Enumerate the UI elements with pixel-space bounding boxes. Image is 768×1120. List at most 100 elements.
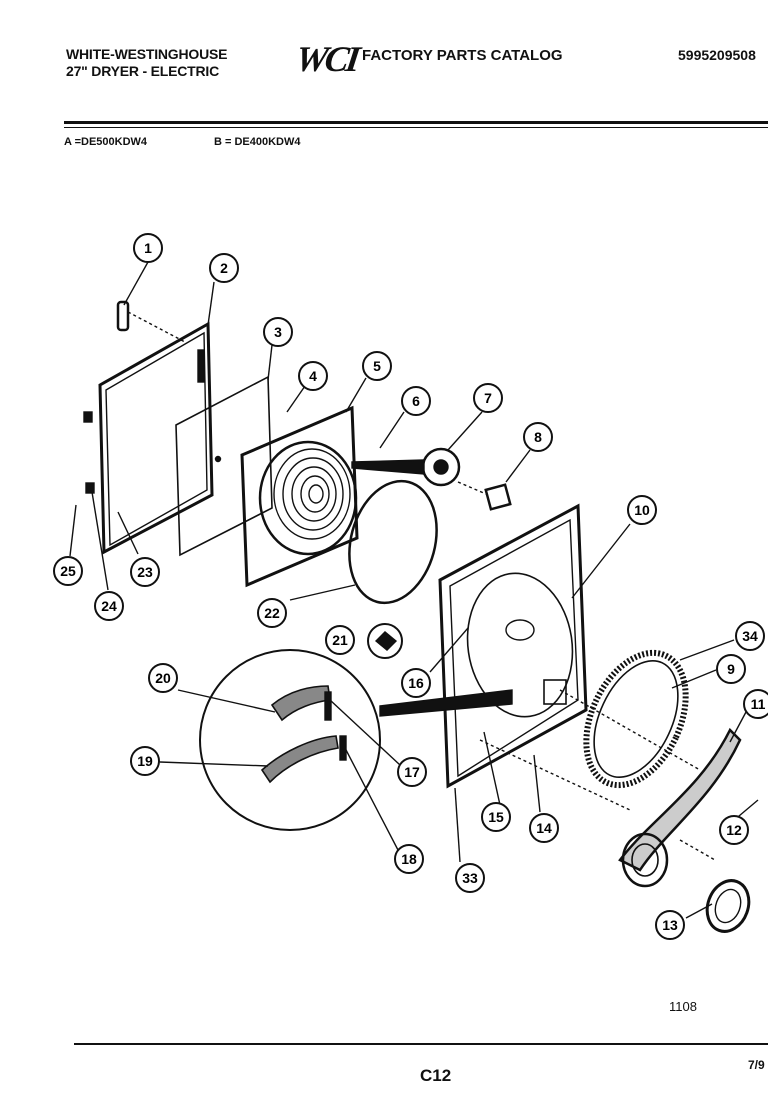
- callout-23: 23: [130, 557, 160, 587]
- catalog-title: FACTORY PARTS CATALOG: [362, 47, 563, 64]
- heater-ring-2: [282, 457, 344, 531]
- callout-12: 12: [719, 815, 749, 845]
- svg-text:33: 33: [462, 870, 478, 886]
- callout-25: 25: [53, 556, 83, 586]
- callout-5: 5: [362, 351, 392, 381]
- brand-block: WHITE-WESTINGHOUSE 27" DRYER - ELECTRIC: [66, 46, 227, 80]
- thermostat-body: [433, 459, 449, 475]
- door-switch-part: [484, 483, 512, 511]
- heater-ring-3: [291, 466, 337, 522]
- drum-seal-ring-part: [348, 479, 438, 605]
- callout-14: 14: [529, 813, 559, 843]
- door-hinge-bottom: [85, 482, 95, 494]
- callout-6: 6: [401, 386, 431, 416]
- detail-pointer: [379, 689, 513, 717]
- svg-text:6: 6: [412, 393, 420, 409]
- detail-magnifier: [199, 649, 381, 831]
- callout-11: 11: [743, 689, 768, 719]
- callout-21: 21: [325, 625, 355, 655]
- svg-text:34: 34: [742, 628, 758, 644]
- page-number: C12: [420, 1066, 452, 1085]
- svg-text:3: 3: [274, 324, 282, 340]
- leader-line-24: [91, 491, 109, 591]
- leader-line-20: [177, 689, 276, 713]
- leader-line-1: [123, 261, 149, 306]
- brand-name: WHITE-WESTINGHOUSE: [66, 46, 228, 62]
- leader-line-6: [379, 411, 405, 449]
- door-catch-body: [374, 631, 398, 651]
- drum-opening: [466, 572, 574, 718]
- front-frame-inner: [449, 518, 579, 778]
- leader-line-34: [679, 639, 735, 661]
- svg-text:2: 2: [220, 260, 228, 276]
- assembly-line: [679, 839, 716, 861]
- catalog-date: 7/9: [748, 1058, 765, 1072]
- leader-line-18: [344, 747, 399, 851]
- figure-number: 1108: [669, 999, 697, 1014]
- svg-text:20: 20: [155, 670, 171, 686]
- leader-line-7: [447, 411, 483, 451]
- svg-text:21: 21: [332, 632, 348, 648]
- door-liner-part: [175, 375, 273, 557]
- svg-text:14: 14: [536, 820, 552, 836]
- svg-text:13: 13: [662, 917, 678, 933]
- door-hinge-top: [83, 411, 93, 423]
- door-handle-part: [197, 349, 205, 383]
- switch-mount: [543, 679, 567, 705]
- svg-text:23: 23: [137, 564, 153, 580]
- product-name: 27" DRYER - ELECTRIC: [66, 63, 220, 79]
- svg-text:25: 25: [60, 563, 76, 579]
- callout-18: 18: [394, 844, 424, 874]
- callout-group: 1 2 3 4 5 6 7 8 9 10 11 12 13 14 15 16 1…: [53, 233, 768, 940]
- leader-line-8: [505, 449, 531, 483]
- thermostat-wire: [351, 459, 425, 475]
- leader-line-3: [267, 344, 273, 381]
- heater-panel-part: [240, 405, 359, 588]
- svg-text:4: 4: [309, 368, 317, 384]
- callout-13: 13: [655, 910, 685, 940]
- leader-line-9: [671, 669, 717, 689]
- svg-text:12: 12: [726, 822, 742, 838]
- duct-grommet-inner: [714, 888, 742, 924]
- seal-clip-upper: [324, 691, 332, 721]
- seal-clip-lower: [339, 735, 347, 761]
- callout-24: 24: [94, 591, 124, 621]
- model-a: A =DE500KDW4: [64, 136, 148, 148]
- heater-ring-5: [308, 484, 324, 504]
- callout-2: 2: [209, 253, 239, 283]
- svg-text:9: 9: [727, 661, 735, 677]
- heater-housing: [258, 440, 358, 556]
- door-panel-inner: [105, 331, 208, 547]
- callout-8: 8: [523, 422, 553, 452]
- header-rule-thin: [64, 127, 768, 128]
- lint-trap-duct-part: [618, 727, 742, 872]
- callout-22: 22: [257, 598, 287, 628]
- svg-text:8: 8: [534, 429, 542, 445]
- duct-outlet: [621, 832, 669, 888]
- callout-1: 1: [133, 233, 163, 263]
- leader-line-2: [207, 281, 215, 326]
- assembly-line: [559, 689, 701, 771]
- svg-text:11: 11: [751, 696, 766, 712]
- callout-9: 9: [716, 654, 746, 684]
- svg-text:18: 18: [401, 851, 417, 867]
- svg-text:7: 7: [484, 390, 492, 406]
- footer-rule: [74, 1043, 768, 1045]
- callout-15: 15: [481, 802, 511, 832]
- assembly-line: [479, 739, 631, 811]
- svg-text:22: 22: [264, 605, 280, 621]
- lint-duct: [505, 619, 535, 641]
- leader-line-33: [454, 787, 461, 863]
- callout-7: 7: [473, 383, 503, 413]
- leader-line-25: [69, 504, 77, 557]
- door-seal-strip-lower-part: [260, 735, 339, 784]
- leader-line-23: [117, 511, 139, 555]
- model-b: B = DE400KDW4: [214, 136, 301, 148]
- callout-20: 20: [148, 663, 178, 693]
- liner-screw: [214, 455, 222, 463]
- leader-line-16: [429, 627, 469, 673]
- door-seal-strip-part: [270, 685, 331, 722]
- duct-outlet-inner: [631, 843, 659, 877]
- leader-line-15: [483, 731, 501, 806]
